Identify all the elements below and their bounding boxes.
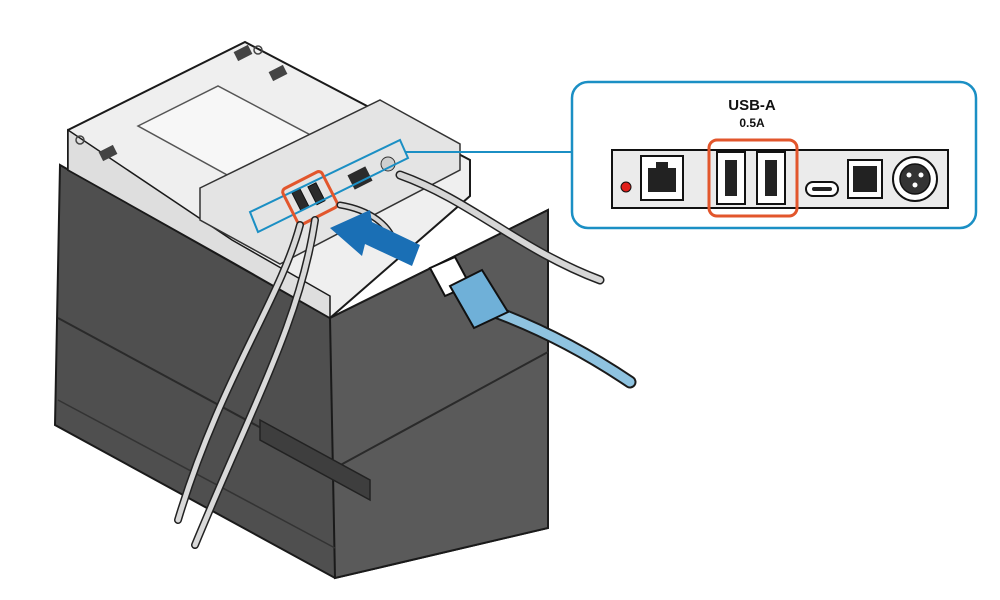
callout-panel: USB-A 0.5A xyxy=(570,80,978,230)
power-jack-inner xyxy=(899,163,931,195)
interface-recess xyxy=(199,99,461,265)
usb-plug-housing xyxy=(448,268,510,330)
foot-2 xyxy=(268,64,288,82)
status-led-icon xyxy=(620,181,632,193)
port-type-label: USB-A xyxy=(728,97,776,114)
left-cable-2-fill xyxy=(192,217,318,548)
usb-cable-wire-fill xyxy=(485,305,635,387)
cables xyxy=(174,170,605,549)
ethernet-port-cavity xyxy=(648,162,676,192)
usb-a-port-2-tongue xyxy=(765,160,777,196)
printer-port-usb-2 xyxy=(307,182,326,206)
printer-usb-highlight xyxy=(281,170,339,226)
power-jack-pin-1 xyxy=(906,172,912,178)
power-jack-pin-2 xyxy=(918,172,924,178)
usb-a-port-1-tongue xyxy=(725,160,737,196)
foot-3 xyxy=(98,144,118,162)
screw-2 xyxy=(253,45,263,55)
screw-1 xyxy=(75,135,85,145)
usb-c-port-inner xyxy=(812,187,832,191)
modular-port-cavity xyxy=(853,166,877,192)
current-rating-label: 0.5A xyxy=(739,116,765,130)
left-cable-1-fill xyxy=(175,222,303,523)
interface-outline xyxy=(248,138,410,234)
usb-a-cable xyxy=(428,255,637,389)
printer-top-front xyxy=(67,128,331,320)
usb-a-highlight xyxy=(707,138,799,218)
power-jack-pin-3 xyxy=(912,182,918,188)
insertion-arrow xyxy=(330,210,420,266)
right-cable-fill xyxy=(397,172,603,283)
printer-seam-right xyxy=(334,351,549,469)
foot-1 xyxy=(233,44,253,62)
paper-notch xyxy=(259,418,371,502)
